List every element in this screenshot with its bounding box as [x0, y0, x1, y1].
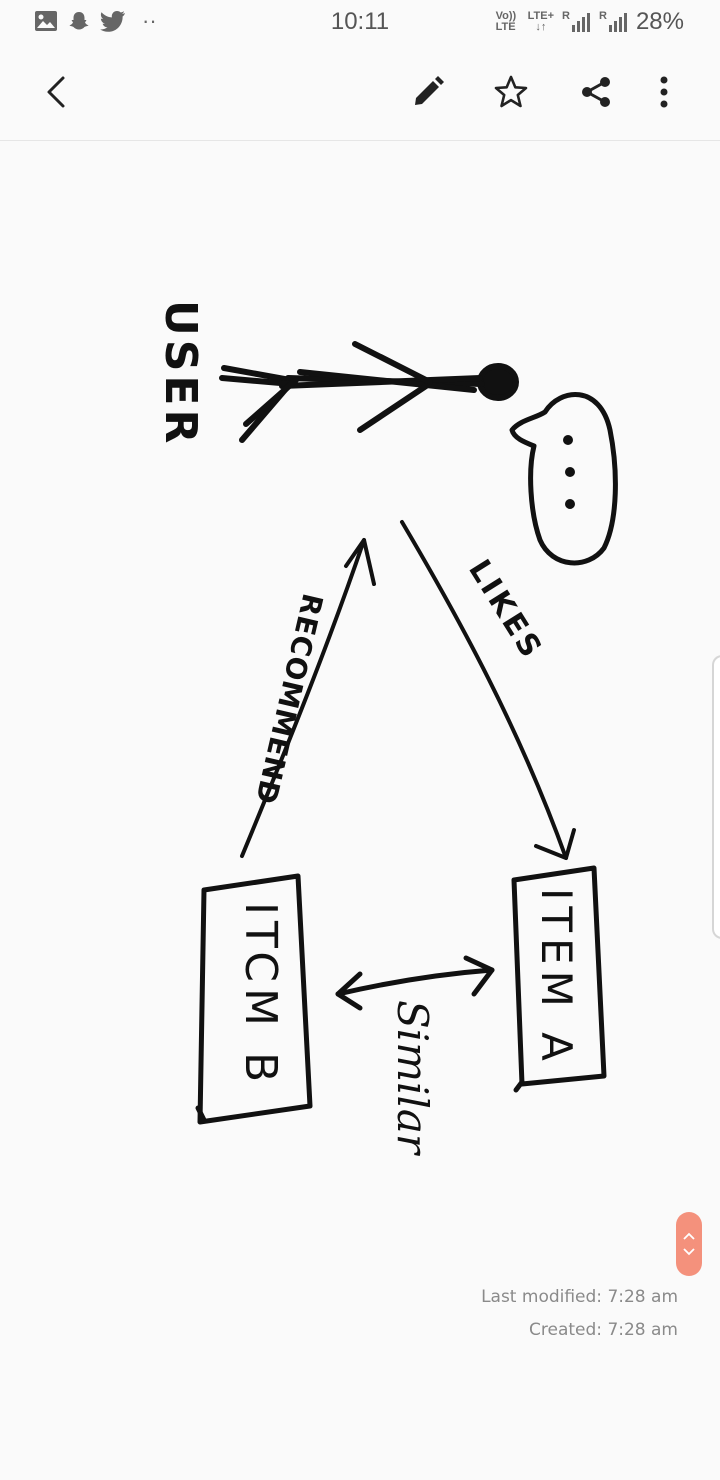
created-text: Created: 7:28 am	[529, 1320, 678, 1340]
similar-label: Similar	[388, 1000, 437, 1157]
item-a-label: ITEM A	[532, 888, 581, 1067]
signal-icon-1	[572, 13, 590, 32]
likes-arrow	[400, 520, 576, 860]
battery-percent: 28%	[635, 8, 684, 35]
status-left: ··	[34, 8, 157, 34]
more-options-icon	[660, 76, 668, 108]
item-b-box	[195, 873, 313, 1125]
back-icon	[47, 76, 65, 108]
recommend-arrow	[240, 538, 376, 858]
data-arrows-icon: ↓↑	[535, 21, 547, 33]
edge-panel-handle[interactable]	[712, 655, 720, 939]
signal-icon-2	[608, 13, 627, 32]
status-bar: ·· 10:11 Vo)) LTE LTE+ ↓↑ R R	[0, 0, 720, 44]
lte-label: LTE+	[527, 10, 555, 22]
user-label: USER	[155, 300, 206, 447]
roaming-label-2: R	[599, 10, 607, 22]
favorite-button[interactable]	[481, 62, 541, 122]
gallery-icon	[35, 11, 57, 31]
share-icon	[582, 77, 610, 107]
edit-icon	[415, 76, 444, 105]
item-b-label: ITCM B	[235, 902, 286, 1088]
chevron-up-icon[interactable]	[683, 1232, 695, 1240]
volte-label: Vo)) LTE	[495, 10, 517, 33]
share-button[interactable]	[566, 62, 626, 122]
more-options-button[interactable]	[634, 62, 694, 122]
snapchat-icon	[69, 12, 89, 30]
clock: 10:11	[330, 8, 390, 35]
similar-double-arrow	[335, 955, 495, 1011]
twitter-icon	[100, 11, 125, 32]
speech-bubble	[509, 391, 618, 566]
edit-button[interactable]	[398, 62, 458, 122]
item-a-box	[511, 865, 607, 1093]
status-right: Vo)) LTE LTE+ ↓↑ R R 28%	[496, 8, 684, 36]
note-toolbar	[0, 44, 720, 141]
recommend-label: RECOMMEND	[249, 590, 330, 807]
roaming-label-1: R	[562, 10, 570, 22]
drawing-canvas: USER LIKES RECOMMEND ITEM A ITCM B Simil…	[155, 300, 618, 1157]
user-stick-figure	[219, 341, 519, 443]
back-button[interactable]	[26, 62, 86, 122]
chevron-down-icon[interactable]	[683, 1248, 695, 1256]
last-modified-text: Last modified: 7:28 am	[481, 1287, 678, 1307]
favorite-star-icon	[494, 75, 528, 108]
scroll-control[interactable]	[676, 1212, 702, 1276]
status-dots: ··	[142, 8, 157, 33]
